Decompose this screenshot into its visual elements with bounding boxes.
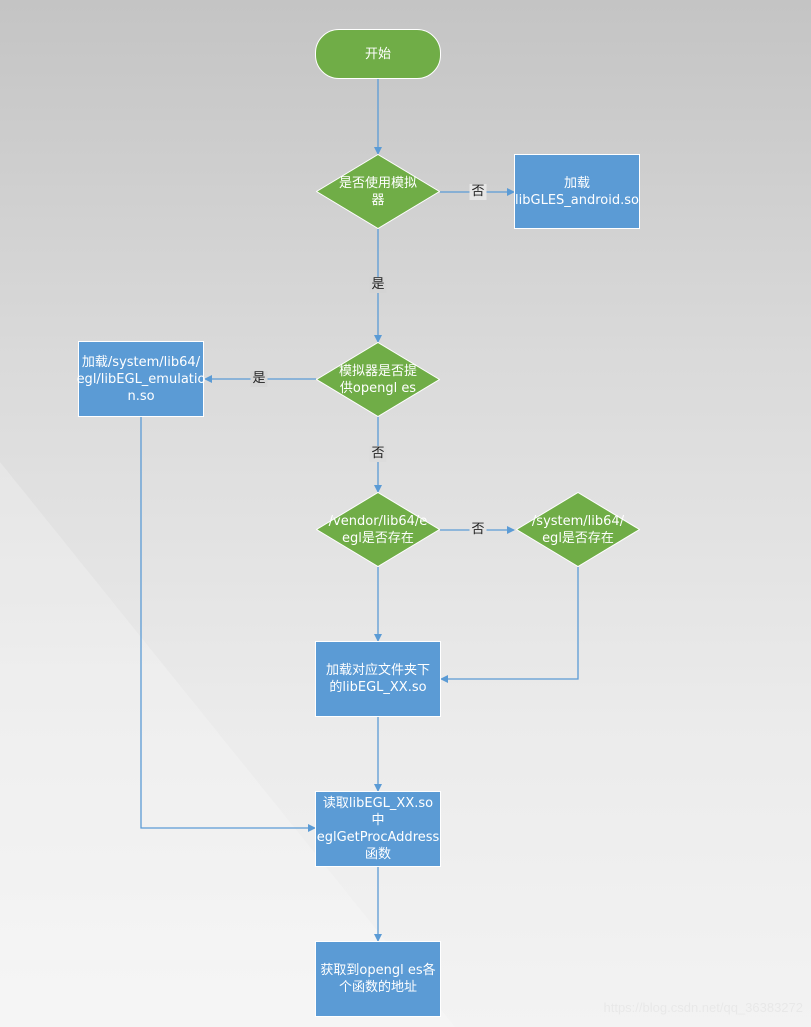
decision-vendor-egl-exists: /vendor/lib64/e egl是否存在 — [316, 492, 440, 567]
diamond-shape — [316, 342, 440, 417]
decision-use-emulator: 是否使用模拟 器 — [316, 154, 440, 229]
process-read-getprocaddress: 读取libEGL_XX.so中 eglGetProcAddress 函数 — [315, 791, 441, 867]
process-get-opengl-addresses-label: 获取到opengl es各 个函数的地址 — [320, 963, 436, 995]
watermark: https://blog.csdn.net/qq_36383272 — [603, 1000, 804, 1015]
decision-system-egl-exists-label: /system/lib64/ egl是否存在 — [531, 513, 625, 546]
decision-emulator-provides-gles: 模拟器是否提 供opengl es — [316, 342, 440, 417]
diamond-shape — [516, 492, 640, 567]
process-load-egl-emulation-label: 加载/system/lib64/ egl/libEGL_emulatio n.s… — [76, 354, 206, 404]
process-load-gles-android: 加载 libGLES_android.so — [514, 154, 640, 229]
diamond-shape — [316, 154, 440, 229]
process-load-egl-emulation: 加载/system/lib64/ egl/libEGL_emulatio n.s… — [76, 341, 206, 417]
edge-q-system-yes — [440, 567, 579, 683]
process-load-folder-egl: 加载对应文件夹下 的libEGL_XX.so — [315, 641, 441, 717]
process-read-getprocaddress-label: 读取libEGL_XX.so中 eglGetProcAddress 函数 — [316, 796, 440, 862]
process-get-opengl-addresses: 获取到opengl es各 个函数的地址 — [315, 941, 441, 1017]
start-label: 开始 — [364, 46, 391, 62]
process-load-gles-android-label: 加载 libGLES_android.so — [515, 175, 639, 208]
decision-use-emulator-label: 是否使用模拟 器 — [338, 175, 417, 208]
edge-label-emulator-no: 否 — [469, 184, 487, 200]
edge-load-emulation-to-read — [140, 417, 316, 832]
process-load-folder-egl-label: 加载对应文件夹下 的libEGL_XX.so — [325, 663, 430, 695]
edge-label-provides-no: 否 — [369, 446, 387, 462]
diamond-shape — [316, 492, 440, 567]
edge-label-emulator-yes: 是 — [369, 277, 387, 293]
decision-system-egl-exists: /system/lib64/ egl是否存在 — [516, 492, 640, 567]
edge-label-vendor-no: 否 — [469, 522, 487, 538]
start-terminator: 开始 — [315, 29, 441, 79]
edge-label-provides-yes: 是 — [250, 371, 268, 387]
decision-emulator-provides-gles-label: 模拟器是否提 供opengl es — [338, 363, 417, 396]
decision-vendor-egl-exists-label: /vendor/lib64/e egl是否存在 — [328, 513, 428, 546]
